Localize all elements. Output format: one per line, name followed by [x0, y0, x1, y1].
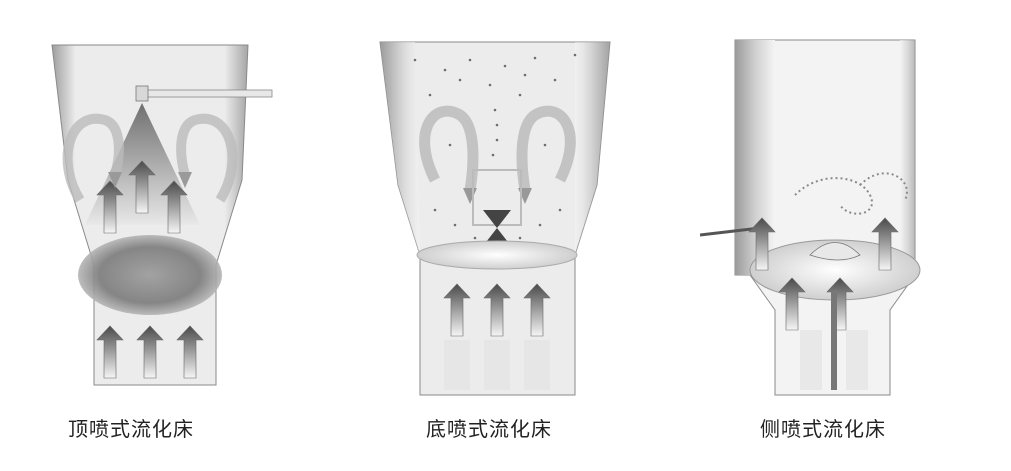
spray-nozzle-icon: [483, 210, 511, 246]
top-spray-caption: 顶喷式流化床: [68, 417, 194, 441]
airflow-column: [800, 330, 822, 390]
rotor-hub: [809, 242, 861, 261]
chamber-right-wall: [575, 42, 610, 255]
distribution-plate: [416, 240, 578, 270]
side-spray-diagram: [700, 39, 921, 396]
bottom-spray-diagram: [379, 41, 611, 396]
spray-pipe: [141, 89, 273, 98]
circulation-arrow-icon: [516, 105, 576, 191]
chamber-right-wall: [900, 40, 915, 275]
top-spray-panel: [30, 0, 280, 400]
particle-dots: [413, 53, 577, 240]
circulation-arrow-icon: [419, 105, 479, 191]
airflow-column: [846, 330, 868, 390]
circulation-arrow-head: [178, 172, 192, 188]
side-spray-pipe: [700, 226, 761, 237]
airflow-column: [484, 340, 510, 390]
rotor-shaft: [831, 290, 837, 390]
airflow-column: [444, 340, 470, 390]
particle-bed: [78, 235, 222, 315]
particle-swirl: [794, 177, 873, 215]
airflow-column: [524, 340, 550, 390]
circulation-arrow-icon: [176, 113, 238, 203]
circulation-arrow-icon: [62, 113, 124, 203]
chamber-left-wall: [735, 40, 775, 275]
side-spray-panel: [700, 0, 940, 400]
side-spray-caption: 侧喷式流化床: [760, 417, 886, 441]
bottom-spray-panel: [375, 0, 620, 400]
spray-nozzle-icon: [135, 85, 149, 102]
chamber-left-wall: [380, 42, 420, 255]
top-spray-diagram: [51, 44, 273, 386]
bottom-spray-caption: 底喷式流化床: [426, 417, 552, 441]
circulation-arrow-head: [108, 172, 122, 188]
